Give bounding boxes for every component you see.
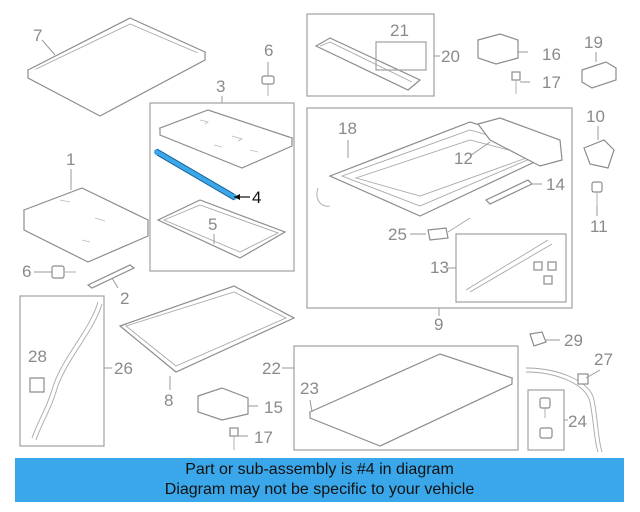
callout-18: 18 <box>338 119 357 138</box>
info-banner: Part or sub-assembly is #4 in diagram Di… <box>15 458 624 502</box>
part-17-screw-upper <box>511 71 521 94</box>
group-box-22 <box>293 345 519 451</box>
callout-11: 11 <box>590 217 608 236</box>
callout-25: 25 <box>388 225 407 244</box>
part-29-clip <box>529 331 547 347</box>
part-5-seal <box>156 199 287 259</box>
callout-14: 14 <box>546 175 565 194</box>
part-19-clip <box>581 61 617 89</box>
callout-12: 12 <box>454 149 473 168</box>
callout-4: 4 <box>252 188 261 207</box>
callout-22: 22 <box>262 359 281 378</box>
part-6-bolt-upper <box>261 62 275 96</box>
part-27-drain-hose <box>525 367 603 453</box>
part-12-bracket <box>476 117 563 167</box>
part-17-screw-lower <box>229 427 239 450</box>
callout-29: 29 <box>564 331 583 350</box>
callout-20: 20 <box>441 47 460 66</box>
callout-24: 24 <box>568 412 587 431</box>
callout-17-lower: 17 <box>254 428 273 447</box>
part-3-glass-panel <box>158 109 294 169</box>
callout-5: 5 <box>208 215 217 234</box>
part-22-sunshade <box>308 353 514 447</box>
callout-23: 23 <box>300 379 319 398</box>
banner-line-2: Diagram may not be specific to your vehi… <box>164 481 475 498</box>
part-14-rail <box>484 179 534 205</box>
part-21-kit-box <box>375 41 427 71</box>
callout-17-upper: 17 <box>542 73 561 92</box>
banner-line-1: Part or sub-assembly is #4 in diagram <box>185 461 454 478</box>
callout-2: 2 <box>120 289 129 308</box>
part-24-fasteners <box>539 397 553 439</box>
part-28-clip <box>29 377 45 393</box>
part-7-glass-panel <box>26 17 207 117</box>
group-box-21 <box>306 13 435 97</box>
part-15-motor <box>197 387 249 421</box>
callout-3: 3 <box>216 77 225 96</box>
callout-28: 28 <box>28 347 47 366</box>
callout-26: 26 <box>114 359 133 378</box>
part-16-motor <box>477 33 519 65</box>
callout-13: 13 <box>430 258 449 277</box>
part-4-weatherstrip <box>154 148 237 201</box>
part-1-panel <box>22 187 150 263</box>
callout-10: 10 <box>586 107 605 126</box>
callout-6-upper: 6 <box>264 41 273 60</box>
callout-8: 8 <box>164 391 173 410</box>
callout-6-lower: 6 <box>22 262 31 281</box>
callout-15: 15 <box>264 398 283 417</box>
group-box-26 <box>19 295 105 447</box>
callout-1: 1 <box>66 150 75 169</box>
callout-19: 19 <box>584 33 603 52</box>
part-6-bolt-lower <box>51 265 76 279</box>
part-10-bracket <box>583 139 615 169</box>
part-2-strip <box>86 264 136 289</box>
callout-7: 7 <box>33 26 42 45</box>
part-13-linkage <box>465 239 557 293</box>
callout-21: 21 <box>390 21 409 40</box>
callout-16: 16 <box>542 45 561 64</box>
callout-27: 27 <box>594 350 613 369</box>
part-20-deflector <box>314 37 422 91</box>
part-8-seal <box>118 285 296 373</box>
callout-9: 9 <box>434 315 443 334</box>
part-26-drain-hose <box>31 301 103 441</box>
part-11-clip <box>591 181 603 206</box>
part-25-cable <box>427 217 471 241</box>
